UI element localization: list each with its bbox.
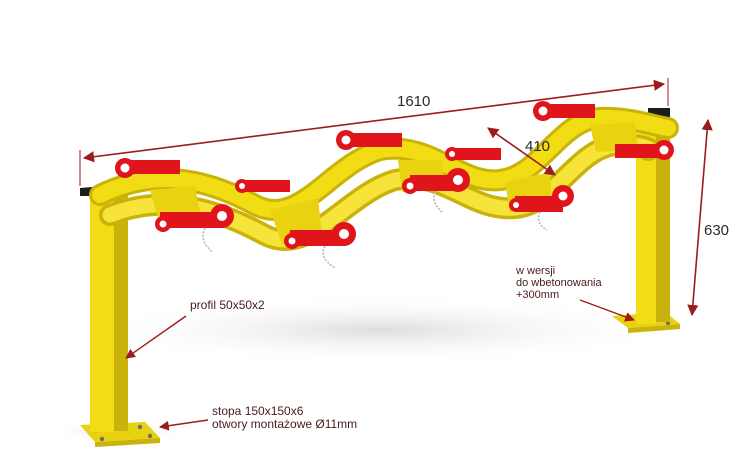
floor-shadow [80, 295, 680, 365]
holder-front-2 [284, 222, 356, 249]
leader-foot [159, 419, 209, 431]
foot-annotation-line2: otwory montażowe Ø11mm [212, 417, 358, 431]
foot-annotation-line1: stopa 150x150x6 [212, 404, 304, 418]
concrete-annotation: w wersji do wbetonowania +300mm [516, 265, 602, 301]
dimension-depth-label: 410 [525, 138, 551, 155]
holder-front-4 [509, 185, 574, 212]
holder-front-3 [402, 168, 470, 194]
holder-front-1 [155, 204, 234, 232]
concrete-annotation-line3: +300mm [516, 289, 560, 301]
concrete-annotation-line1: w wersji [516, 265, 556, 277]
foot-annotation: stopa 150x150x6 otwory montażowe Ø11mm [212, 405, 357, 431]
leader-profile [125, 315, 187, 359]
dimension-line-depth [487, 127, 556, 176]
holder-back-2 [235, 179, 290, 193]
dimension-line-height [687, 118, 713, 317]
holder-back-3 [336, 130, 402, 150]
holder-back-5 [533, 101, 595, 121]
holder-back-4 [445, 147, 501, 161]
dimension-height-label: 630 [704, 222, 730, 239]
dimension-width-label: 1610 [397, 93, 431, 110]
profile-annotation: profil 50x50x2 [190, 298, 265, 312]
concrete-annotation-line2: do wbetonowania [516, 277, 602, 289]
leader-concrete [579, 299, 635, 322]
dimension-line-width [82, 79, 666, 163]
chains [202, 191, 548, 269]
holder-back-1 [115, 158, 180, 178]
